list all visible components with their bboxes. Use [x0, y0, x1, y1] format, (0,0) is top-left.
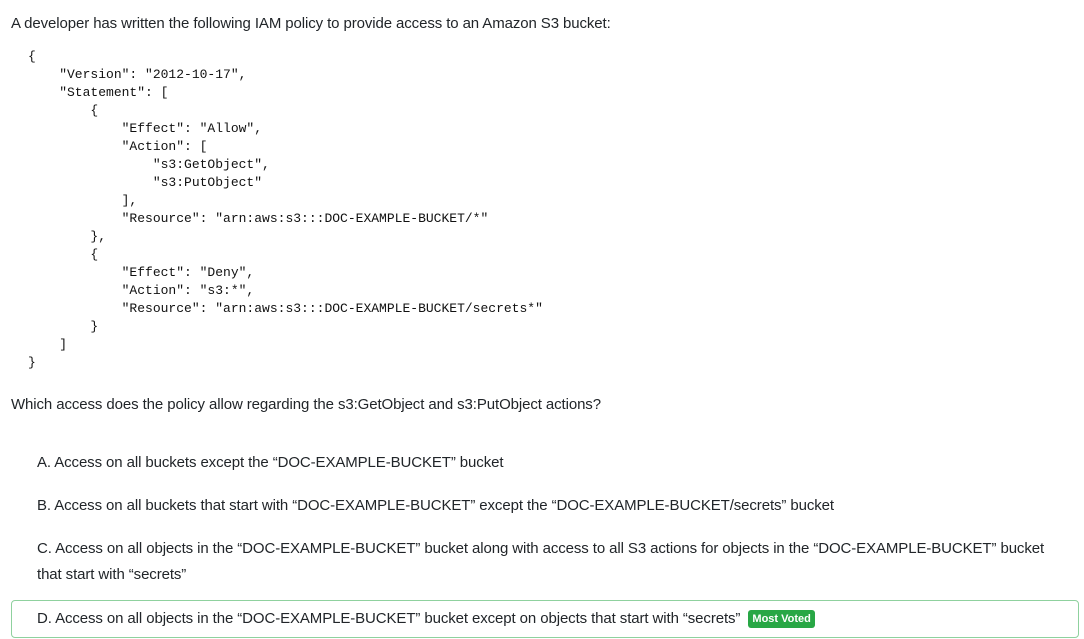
choice-b[interactable]: B. Access on all buckets that start with… [11, 485, 1079, 527]
choice-d[interactable]: D. Access on all objects in the “DOC-EXA… [11, 600, 1079, 638]
choice-letter: D. [37, 610, 52, 627]
choice-letter: C. [37, 540, 52, 557]
most-voted-badge: Most Voted [748, 610, 815, 628]
choice-text: Access on all buckets except the “DOC-EX… [54, 454, 504, 471]
choice-text: Access on all objects in the “DOC-EXAMPL… [55, 610, 741, 627]
choice-letter: B. [37, 497, 51, 514]
choice-c[interactable]: C. Access on all objects in the “DOC-EXA… [11, 528, 1079, 596]
choice-letter: A. [37, 454, 51, 471]
choice-text: Access on all buckets that start with “D… [54, 497, 834, 514]
policy-code-block: { "Version": "2012-10-17", "Statement": … [28, 49, 543, 370]
choice-a[interactable]: A. Access on all buckets except the “DOC… [11, 442, 1079, 484]
answer-choices: A. Access on all buckets except the “DOC… [11, 442, 1079, 639]
question-intro: A developer has written the following IA… [11, 15, 611, 32]
choice-text: Access on all objects in the “DOC-EXAMPL… [37, 540, 1045, 583]
question-prompt: Which access does the policy allow regar… [11, 396, 601, 413]
